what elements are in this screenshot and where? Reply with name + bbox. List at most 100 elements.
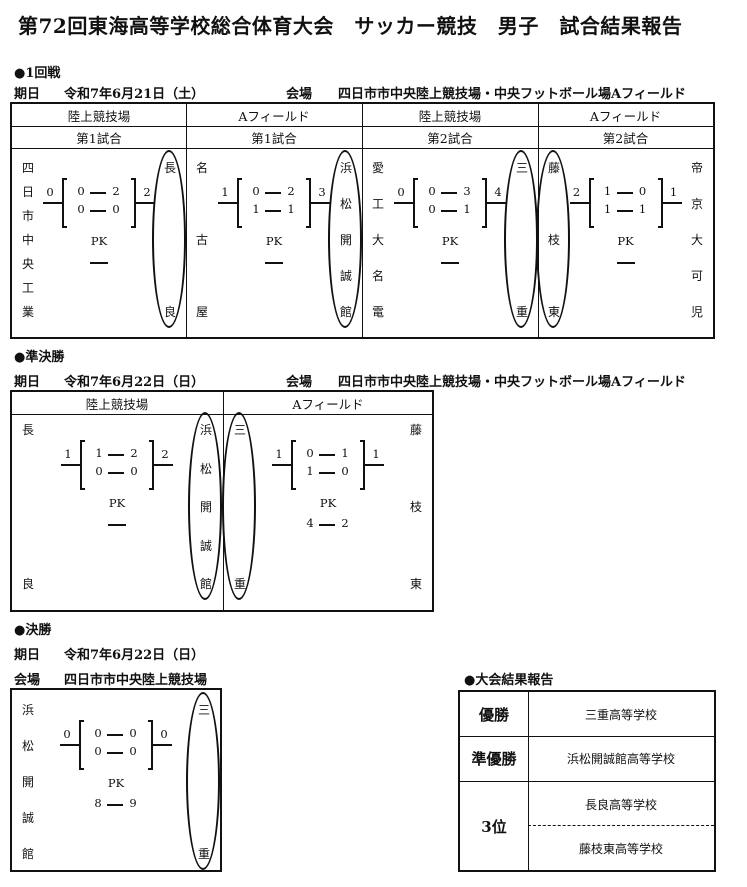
round1-venue-header: Aフィールド [238,109,310,124]
r1-match-1-left-team-char: 四 [21,161,34,175]
r1-match-2-winner-oval [328,150,362,328]
r1-match-1-stub-left [43,202,62,204]
sf-match-2-half1-right: 1 [341,446,349,460]
final-half2-dash [107,752,123,754]
r1-match-1-half2-dash [90,210,106,212]
r1-match-3-half1-left: 0 [428,184,436,198]
result-value-third-1: 長良高等学校 [584,798,657,812]
r1-match-3-left-team-char: 大 [371,233,384,247]
semi-venue-header: 陸上競技場 [85,397,149,412]
r1-match-3-half2-left: 0 [428,202,436,216]
r1-match-2-half1-dash [265,192,281,194]
sf-match-2-bracket-right [360,440,365,490]
sf-match-1-half1-dash [108,454,124,456]
sf-match-2-right-team-char: 枝 [409,500,422,514]
sf-match-1-pk-label: PK [108,496,126,510]
r1-match-3-left-team-char: 愛 [371,161,384,175]
r1-match-4-stub-right [662,202,682,204]
r1-match-1-score-left: 0 [46,185,54,199]
sf-match-2-score-left: 1 [275,447,283,461]
r1-match-1-pk-label: PK [90,234,108,248]
sf-match-2-stub-right [365,464,384,466]
r1-match-3-pk-dash [441,262,459,264]
r1-match-2-left-team-char: 古 [195,233,208,247]
sf-match-1-half2-right: 0 [130,464,138,478]
r1-match-1-pk-dash [90,262,108,264]
r1-match-1-half2-left: 0 [77,202,85,216]
r1-match-1-bracket-left [62,178,67,228]
final-stub-left [60,744,79,746]
sf-match-2-pk-right: 2 [341,516,349,530]
round1-match-header: 第2試合 [602,131,649,146]
final-date-label: 期日 [14,648,41,663]
semi-venue-label: 会場 [286,375,313,390]
final-pk-dash [107,804,123,806]
round1-date: 令和7年6月21日（土） [64,87,205,102]
r1-match-4-score-left: 2 [572,185,581,199]
r1-match-2-stub-left [218,202,237,204]
result-label-third: 3位 [481,818,507,836]
sf-match-2-right-team-char: 東 [409,577,422,591]
sf-match-2-pk-dash [319,524,335,526]
r1-match-4-right-team-char: 大 [690,233,703,247]
final-left-team-char: 松 [21,739,34,753]
round1-match-header: 第2試合 [427,131,473,146]
r1-match-4-half1-left: 1 [603,184,612,198]
r1-match-3-bracket-left [413,178,418,228]
sf-match-1-pk-dash [108,524,126,526]
final-pk-right: 9 [129,796,137,810]
r1-match-2-half1-right: 2 [287,184,295,198]
sf-match-1-bracket-right [149,440,154,490]
r1-match-4-right-team-char: 帝 [690,161,703,175]
r1-match-4-score-right: 1 [669,185,678,199]
r1-match-1-half1-dash [90,192,106,194]
sf-match-1-winner-oval [188,412,222,600]
r1-match-4-bracket-left [588,178,594,228]
sf-match-2-half1-left: 0 [306,446,314,460]
round1-date-label: 期日 [14,87,41,102]
r1-match-4-right-team-char: 児 [690,305,703,319]
sf-match-2-score-right: 1 [372,447,380,461]
r1-match-3-stub-right [487,202,506,204]
r1-match-4-bracket-right [657,178,663,228]
result-value-champion: 三重高等学校 [584,708,657,722]
final-left-team-char: 誠 [21,811,34,825]
r1-match-2-stub-right [311,202,330,204]
sf-match-1-score-left: 1 [64,447,72,461]
r1-match-1-left-team-char: 市 [21,209,34,223]
r1-match-1-half2-right: 0 [112,202,120,216]
final-left-team-char: 館 [21,847,34,861]
final-venue-label: 会場 [14,673,41,688]
r1-match-2-half2-right: 1 [287,202,295,216]
r1-match-4-pk-dash [616,262,635,264]
sf-match-1-score-right: 2 [161,447,169,461]
sf-match-1-half2-dash [108,472,124,474]
r1-match-1-stub-right [136,202,155,204]
r1-match-3-half2-dash [441,210,457,212]
sf-match-1-half1-right: 2 [130,446,138,460]
r1-match-4-half1-right: 0 [638,184,647,198]
final-table [10,688,222,872]
semi-venue-header: Aフィールド [292,397,364,412]
result-label-champion: 優勝 [478,706,509,724]
r1-match-1-left-team-char: 日 [21,185,34,199]
semi-venue: 四日市市中央陸上競技場・中央フットボール場Aフィールド [338,375,686,390]
results-heading: ●大会結果報告 [464,673,554,688]
r1-match-3-bracket-right [482,178,487,228]
r1-match-1-left-team-char: 中 [21,233,34,247]
final-score-left: 0 [63,727,71,741]
result-label-runnerup: 準優勝 [471,750,517,768]
round1-heading: ●1回戦 [14,66,61,81]
page-title: 第72回東海高等学校総合体育大会 サッカー競技 男子 試合結果報告 [18,14,683,38]
semi-date-label: 期日 [14,375,41,390]
r1-match-3-stub-left [394,202,413,204]
r1-match-3-left-team-char: 工 [371,197,384,211]
final-left-team-char: 開 [21,775,34,789]
final-half1-right: 0 [129,726,137,740]
r1-match-4-right-team-char: 京 [690,197,703,211]
final-score-right: 0 [160,727,168,741]
r1-match-3-winner-oval [504,150,538,328]
round1-venue-header: Aフィールド [589,109,662,124]
semi-date: 令和7年6月22日（日） [64,375,205,390]
r1-match-4-right-team-char: 可 [690,269,703,283]
